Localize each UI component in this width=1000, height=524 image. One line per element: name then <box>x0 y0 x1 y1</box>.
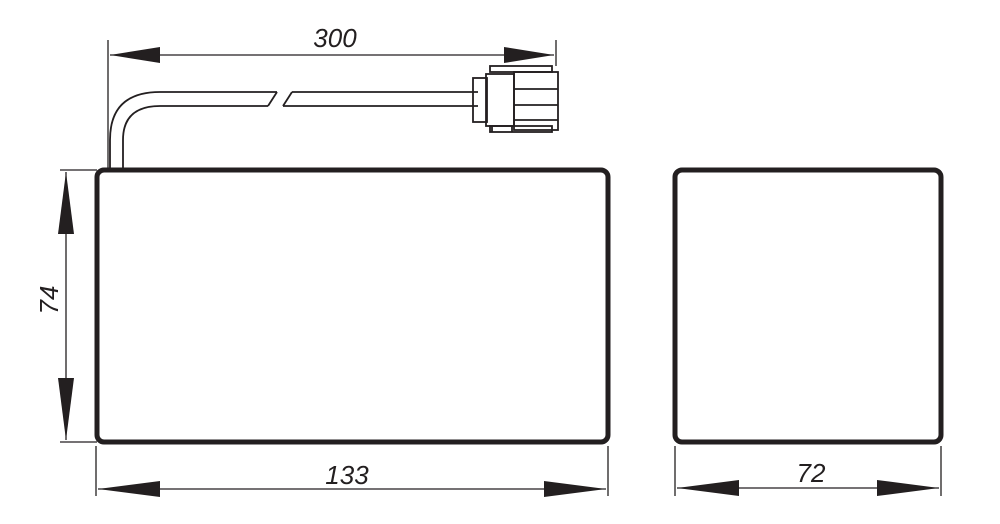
connector <box>472 65 559 133</box>
dimension-label-72: 72 <box>797 458 826 488</box>
arrow-up <box>58 172 74 234</box>
arrow-down <box>58 378 74 440</box>
dimension-cable-length: 300 <box>107 23 557 168</box>
dimension-height: 74 <box>34 169 97 443</box>
arrow-right <box>504 47 554 63</box>
cable <box>109 91 478 168</box>
dimension-label-133: 133 <box>325 460 369 490</box>
dimension-label-74: 74 <box>34 286 64 315</box>
battery-side-view <box>672 167 944 445</box>
battery-front-view <box>94 167 611 445</box>
arrow-right <box>544 481 606 497</box>
dimension-width: 72 <box>674 446 942 496</box>
arrow-left <box>677 480 739 496</box>
arrow-left <box>98 481 160 497</box>
dimension-label-300: 300 <box>313 23 357 53</box>
arrow-left <box>110 47 160 63</box>
arrow-right <box>877 480 939 496</box>
dimension-length: 133 <box>95 446 609 497</box>
